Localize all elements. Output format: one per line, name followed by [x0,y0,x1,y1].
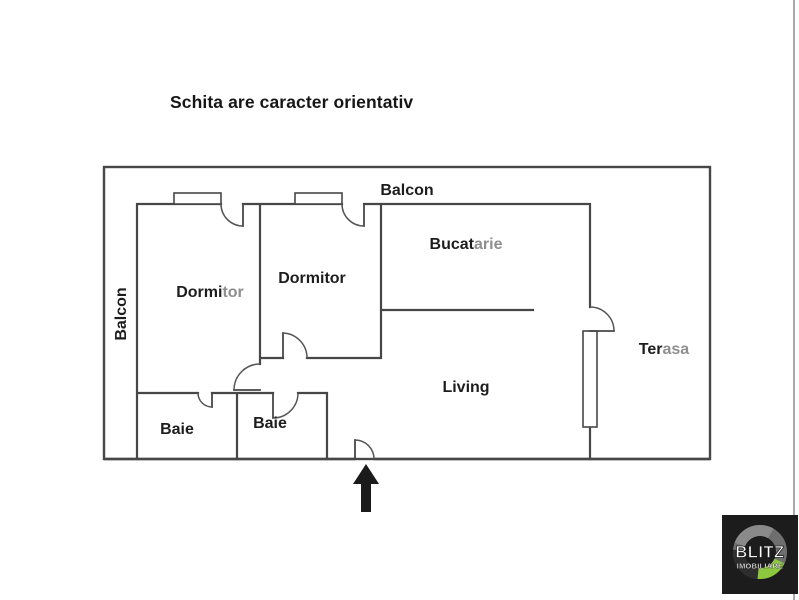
label-text: Baie [160,421,194,438]
disclaimer-title: Schita are caracter orientativ [170,92,414,112]
label-text-gray: arie [473,236,503,253]
label-text: Bucat [429,236,474,253]
label-terasa: Terasa [639,341,689,359]
window-living-terasa [582,330,598,428]
label-text: Baie [253,415,287,432]
window-dormitor1 [173,192,222,205]
window-dormitor2 [294,192,343,205]
outer-wall [102,165,712,461]
entrance-arrow-icon [353,464,379,512]
label-text: Dormi [176,284,223,301]
label-text: Balcon [380,182,434,199]
label-text-gray: asa [662,341,690,358]
label-text-gray: tor [222,284,244,301]
logo-ring-icon [733,525,787,579]
interior-walls [135,202,592,461]
label-dormitor-2: Dormitor [278,270,346,288]
logo-brand-text: BLITZ [735,544,784,562]
label-balcon-top: Balcon [380,182,433,200]
label-balcon-left: Balcon [113,287,131,340]
label-dormitor-1: Dormitor [176,284,244,302]
label-text: Living [442,379,490,396]
windows [173,192,598,428]
label-baie-1: Baie [160,421,194,439]
label-text: Dormitor [278,270,346,287]
label-living: Living [442,379,489,397]
blitz-logo-graphic: BLITZ IMOBILIARE [722,515,798,594]
label-bucatarie: Bucatarie [430,236,503,254]
label-text: Ter [638,341,663,358]
label-baie-2: Baie [253,415,287,433]
label-text: Balcon [113,287,130,341]
door-arcs [197,203,615,460]
blitz-logo: BLITZ IMOBILIARE [722,515,798,594]
door-leaves [211,203,615,460]
logo-sub-text: IMOBILIARE [737,562,784,571]
